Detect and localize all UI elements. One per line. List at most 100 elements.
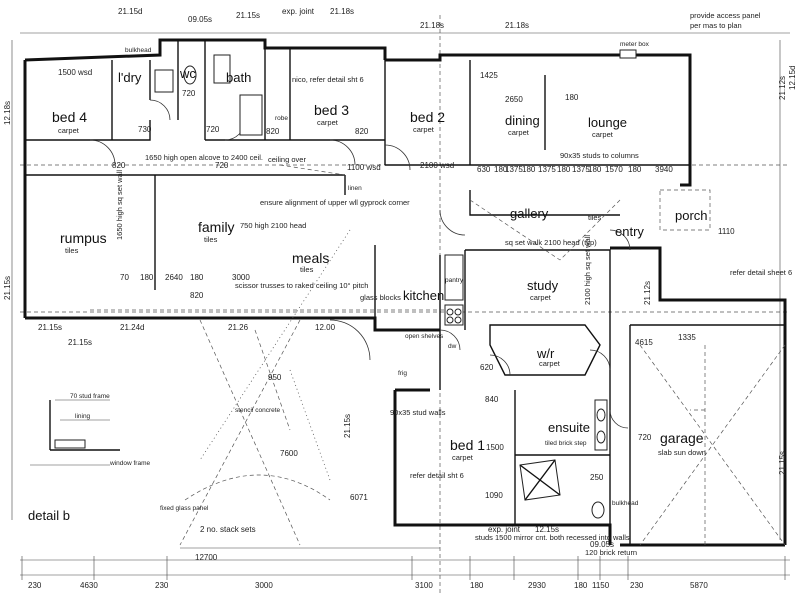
frig-label: frig <box>398 370 407 377</box>
room-bed3-finish: carpet <box>317 118 339 127</box>
note-sq-set-wall: 2100 high sq set wall <box>583 235 592 305</box>
dimension-label: 950 <box>268 373 282 382</box>
dimension-label: 21.26 <box>228 323 249 332</box>
room-bed2: bed 2 <box>410 109 445 125</box>
dimension-label: 180 <box>522 165 536 174</box>
note-fireplace-high: 1650 high sq set wall <box>115 170 124 240</box>
room-entry: entry <box>615 224 644 239</box>
dimension-label: 21.18s <box>420 21 444 30</box>
dimension-label: 820 <box>112 161 126 170</box>
dimension-label: 21.15d <box>118 7 142 16</box>
detail-b-drawing <box>30 399 120 466</box>
room-meals-finish: tiles <box>300 265 314 274</box>
dimension-label: 180 <box>588 165 602 174</box>
dimension-label: 3000 <box>232 273 250 282</box>
tiled-step-label: tiled brick step <box>545 440 587 447</box>
room-study-finish: carpet <box>530 293 552 302</box>
dimension-label: 180 <box>140 273 154 282</box>
note-refer-detail-6: refer detail sht 6 <box>410 471 464 480</box>
room-bed4-finish: carpet <box>58 126 80 135</box>
dimension-label: 21.15s <box>343 414 352 438</box>
dimension-label: 2 no. stack sets <box>200 525 256 534</box>
note-ceiling-over: ceiling over <box>268 155 306 164</box>
dimension-label: 720 <box>638 433 652 442</box>
dimension-label: 21.24d <box>120 323 144 332</box>
detail-b-label: detail b <box>28 508 70 523</box>
notes: 1650 high open alcove to 2400 ceil. ceil… <box>115 11 792 557</box>
stud-frame-label: 70 stud frame <box>70 393 110 400</box>
dimension-label: 620 <box>480 363 494 372</box>
dimension-label: 1500 <box>486 443 504 452</box>
dimension-label: 3100 <box>415 581 433 590</box>
bulkhead-label: bulkhead <box>125 47 152 54</box>
doors <box>89 99 631 429</box>
dimension-label: 730 <box>138 125 152 134</box>
room-rumpus: rumpus <box>60 230 107 246</box>
dimension-label: 180 <box>190 273 204 282</box>
dw-label: dw <box>448 343 457 350</box>
interior-walls <box>25 40 785 545</box>
note-top-right: per mas to plan <box>690 21 742 30</box>
meter-box <box>619 49 637 59</box>
toilet-fixture <box>183 65 197 85</box>
room-ensuite: ensuite <box>548 420 590 435</box>
fixtures <box>30 49 637 519</box>
dimension-label: 1090 <box>485 491 503 500</box>
ensuite-bulkhead-label: bulkhead <box>612 500 639 507</box>
lining-label: lining <box>75 413 91 420</box>
room-rumpus-finish: tiles <box>65 246 79 255</box>
room-garage: garage <box>660 430 704 446</box>
dimension-label: 12.15d <box>788 66 797 90</box>
dimension-label: 21.15s <box>778 451 787 475</box>
dimension-label: 12.00 <box>315 323 336 332</box>
dimension-label: 21.15s <box>68 338 92 347</box>
dimension-label: 12.15s <box>535 525 559 534</box>
trough-fixture <box>154 69 174 93</box>
room-labels: bed 4 carpet l'dry wc bath bed 3 carpet … <box>52 66 708 462</box>
room-dining-finish: carpet <box>508 128 530 137</box>
meter-box-label: meter box <box>620 41 650 48</box>
dimension-label: 1500 wsd <box>58 68 92 77</box>
dimension-label: 180 <box>574 581 588 590</box>
dimension-label: 180 <box>565 93 579 102</box>
dimension-label: 180 <box>628 165 642 174</box>
dimension-label: 21.15s <box>3 276 12 300</box>
dimension-label: 1375 <box>505 165 523 174</box>
room-lounge: lounge <box>588 115 627 130</box>
dimension-label: 230 <box>155 581 169 590</box>
dimension-label: 6071 <box>350 493 368 502</box>
note-brick-return: 120 brick return <box>585 548 637 557</box>
kitchen-bench <box>444 254 464 301</box>
robe-label: robe <box>275 115 288 122</box>
dimension-label: 630 <box>477 165 491 174</box>
room-wir: w/r <box>536 346 555 361</box>
dimension-label: 4615 <box>635 338 653 347</box>
open-shelves-label: open shelves <box>405 333 444 340</box>
room-bed1-finish: carpet <box>452 453 474 462</box>
dimensions-side: 12.18s21.15s21.12s21.12s21.15s21.15s12.1… <box>3 66 797 475</box>
dimension-label: 2930 <box>528 581 546 590</box>
dimension-label: 180 <box>470 581 484 590</box>
window-frame-label: window frame <box>109 460 150 467</box>
room-bed2-finish: carpet <box>413 125 435 134</box>
dimension-label: exp. joint <box>488 525 521 534</box>
dimension-label: 2100 wsd <box>420 161 454 170</box>
dimension-label: 1425 <box>480 71 498 80</box>
dimension-label: 1100 wsd <box>347 163 381 172</box>
note-provide: provide access panel <box>690 11 761 20</box>
dimension-label: 12.18s <box>3 101 12 125</box>
room-bed1: bed 1 <box>450 437 485 453</box>
dashed-details <box>90 164 786 546</box>
dimension-label: 09.05s <box>188 15 212 24</box>
note-studs-columns: 90x35 studs to columns <box>560 151 639 160</box>
room-wc: wc <box>179 66 196 81</box>
room-porch: porch <box>675 208 708 223</box>
room-gallery: gallery <box>510 206 549 221</box>
basin-fixture <box>213 54 231 84</box>
dimension-lines <box>11 15 790 595</box>
dimension-label: 3000 <box>255 581 273 590</box>
dimension-label: exp. joint <box>282 7 315 16</box>
